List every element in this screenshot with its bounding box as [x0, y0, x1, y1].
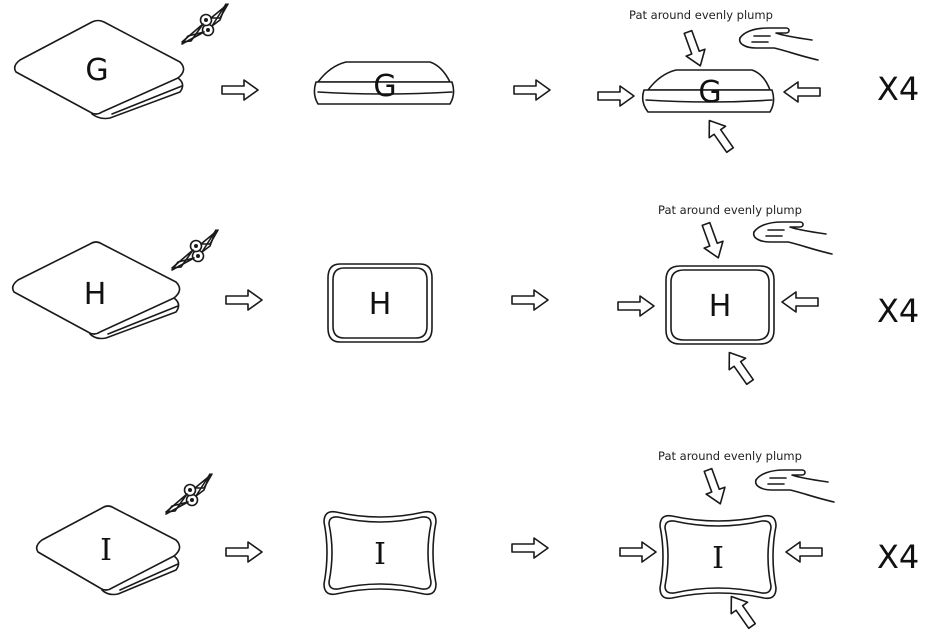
- instruction-text: Pat around evenly plump: [658, 449, 802, 463]
- cushion-patted: [641, 69, 775, 113]
- arrow-down-icon: [677, 27, 711, 71]
- scissors-icon: [165, 473, 213, 515]
- arrow-down-icon: [695, 219, 729, 263]
- cushion-square: [327, 263, 433, 343]
- arrow-right-icon: [511, 289, 549, 311]
- cushion-pillow: [323, 510, 437, 596]
- hand-icon: [754, 469, 835, 503]
- row-i: I I Pat around evenly plump I X4: [35, 449, 919, 630]
- quantity-multiplier: X4: [877, 538, 919, 576]
- arrow-left-icon: [785, 541, 823, 563]
- instruction-text: Pat around evenly plump: [629, 8, 773, 22]
- row-g: G G Pat around evenly plump G X4: [13, 3, 919, 157]
- arrow-right-icon: [511, 537, 549, 559]
- arrow-right-icon: [619, 541, 657, 563]
- cushion-label-g: G: [373, 69, 396, 104]
- cushion-label-h: H: [369, 287, 392, 322]
- piece-label-h: H: [84, 277, 107, 312]
- diamond-piece: [11, 241, 181, 340]
- scissors-icon: [171, 229, 219, 271]
- quantity-multiplier: X4: [877, 70, 919, 108]
- hand-icon: [738, 27, 819, 61]
- hand-icon: [752, 221, 833, 255]
- arrow-left-icon: [783, 81, 821, 103]
- arrow-right-icon: [225, 541, 263, 563]
- instruction-text: Pat around evenly plump: [658, 203, 802, 217]
- arrow-left-icon: [781, 291, 819, 313]
- arrow-up-icon: [700, 113, 739, 157]
- arrow-right-icon: [221, 79, 259, 101]
- arrow-up-icon: [720, 345, 759, 389]
- arrow-right-icon: [225, 289, 263, 311]
- arrow-right-icon: [597, 85, 635, 107]
- cushion-flat: [313, 61, 455, 105]
- diamond-piece: [35, 505, 181, 596]
- diamond-piece: [13, 19, 185, 120]
- arrow-right-icon: [617, 295, 655, 317]
- quantity-multiplier: X4: [877, 292, 919, 330]
- cushion-label-h: H: [709, 289, 732, 324]
- cushion-label-i: I: [374, 537, 386, 572]
- piece-label-g: G: [85, 53, 108, 88]
- cushion-patted: [665, 265, 775, 345]
- cushion-label-i: I: [712, 541, 724, 576]
- arrow-down-icon: [697, 465, 731, 509]
- arrow-right-icon: [513, 79, 551, 101]
- row-h: H H Pat around evenly plump H X4: [11, 203, 919, 389]
- cushion-patted: [659, 514, 777, 600]
- scissors-icon: [181, 3, 229, 45]
- piece-label-i: I: [100, 533, 112, 568]
- cushion-label-g: G: [698, 75, 721, 110]
